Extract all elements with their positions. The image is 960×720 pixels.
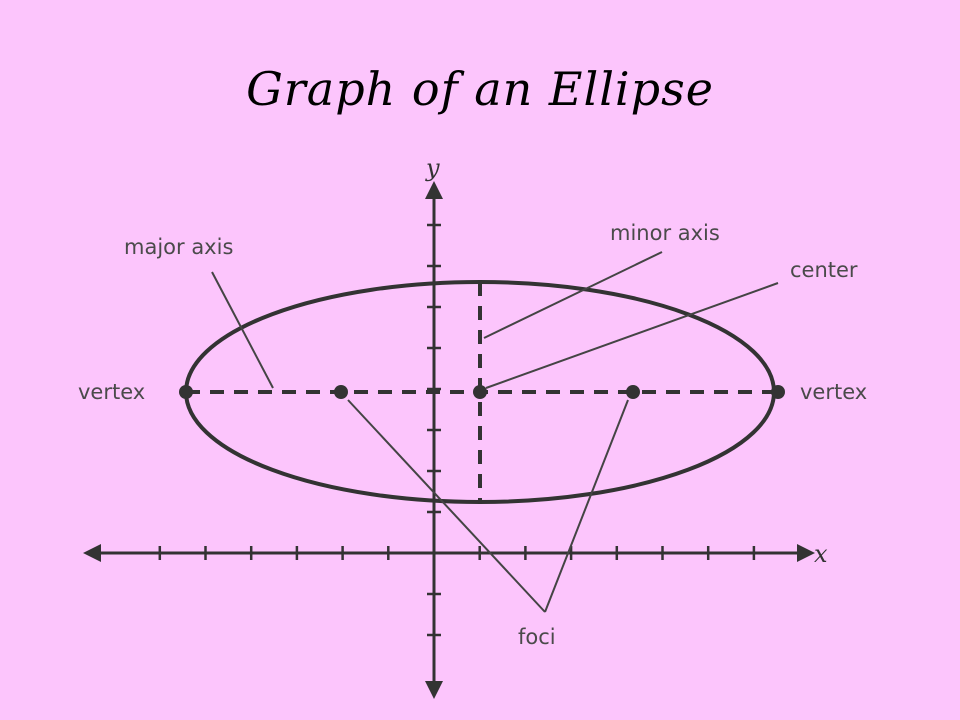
x-axis-label: x bbox=[814, 540, 828, 568]
foci-leader-right bbox=[544, 399, 629, 613]
center-leader bbox=[485, 282, 779, 389]
slide-title: Graph of an Ellipse bbox=[246, 62, 714, 116]
vertex-left-label: vertex bbox=[78, 380, 145, 404]
y-axis-label: y bbox=[425, 154, 440, 182]
vertex-right-point bbox=[771, 385, 785, 399]
x-axis-ticks bbox=[158, 546, 756, 560]
focus-right-point bbox=[626, 385, 640, 399]
center-label: center bbox=[790, 258, 858, 282]
foci-label: foci bbox=[518, 625, 556, 649]
vertex-left-point bbox=[179, 385, 193, 399]
minor-axis-leader bbox=[483, 251, 663, 339]
foci-leader-left bbox=[347, 399, 546, 613]
center-point bbox=[473, 385, 487, 399]
focus-left-point bbox=[334, 385, 348, 399]
major-axis-leader bbox=[211, 271, 274, 389]
major-axis-label: major axis bbox=[124, 235, 233, 259]
y-axis-ticks bbox=[427, 223, 441, 637]
vertex-right-label: vertex bbox=[800, 380, 867, 404]
minor-axis-label: minor axis bbox=[610, 221, 720, 245]
